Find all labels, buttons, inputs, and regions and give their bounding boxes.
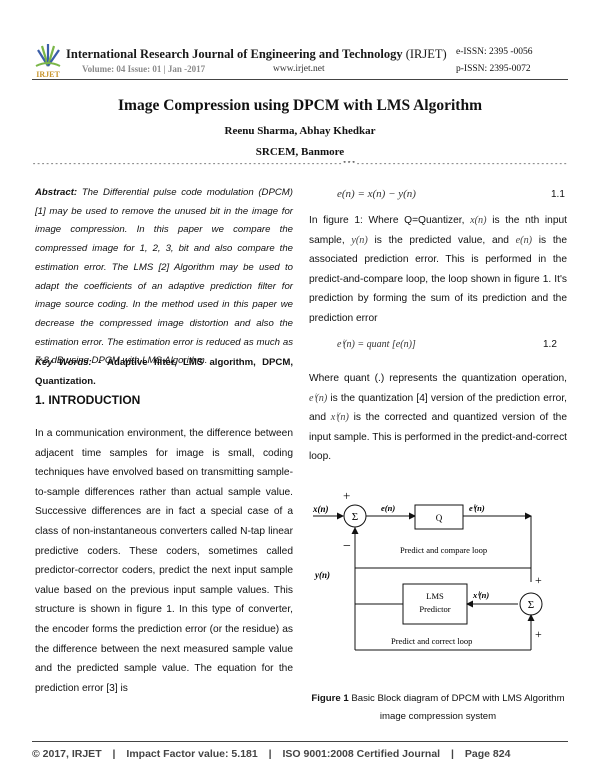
page-footer: © 2017, IRJET | Impact Factor value: 5.1…: [32, 748, 510, 760]
journal-logo: IRJET: [32, 40, 64, 80]
equation-1-2: eⁱ(n) = quant [e(n)]: [337, 339, 416, 350]
quantizer-box: [414, 504, 464, 530]
equation-1-1: e(n) = x(n) − y(n): [337, 188, 416, 200]
minus-sign: −: [343, 539, 351, 554]
plus-sign-right: +: [535, 573, 542, 587]
plus-sign-top: +: [343, 488, 350, 503]
para1-text-a: In figure 1: Where Q=Quantizer,: [309, 215, 471, 226]
paper-affiliation: SRCEM, Banmore: [255, 146, 345, 158]
website-link[interactable]: www.irjet.net: [273, 64, 325, 74]
figure-caption-label: Figure 1: [311, 693, 349, 704]
right-paragraph-2: Where quant (.) represents the quantizat…: [309, 369, 567, 467]
section-heading-introduction: 1. INTRODUCTION: [35, 393, 141, 407]
sum-symbol-top: Σ: [352, 511, 358, 523]
label-predict-compare: Predict and compare loop: [400, 545, 487, 555]
var-xn: x(n): [470, 215, 487, 226]
paper-authors: Reenu Sharma, Abhay Khedkar: [224, 125, 376, 137]
var-en: e(n): [515, 234, 533, 246]
equation-1-2-number: 1.2: [543, 339, 557, 350]
var-yn: y(n): [351, 234, 368, 246]
para2-text-c: is the corrected and quantized version o…: [309, 412, 568, 463]
para1-text-d: is the associated prediction error. This…: [309, 234, 567, 324]
footer-page: Page 824: [464, 748, 511, 760]
footer-sep-1: |: [112, 748, 116, 760]
volume-info: Volume: 04 Issue: 01 | Jan -2017: [82, 64, 206, 74]
label-yn: y(n): [314, 570, 330, 580]
plus-sign-bottom: +: [535, 627, 542, 641]
label-lms: LMS: [426, 591, 444, 601]
keywords-text: - Adaptive filter, LMS algorithm, DPCM, …: [35, 357, 293, 387]
label-q: Q: [436, 513, 443, 523]
para1-text-c: is the predicted value, and: [367, 234, 516, 246]
dpcm-block-diagram: x(n) + Σ − e(n) Q eⁱ(n) Predict and comp…: [312, 488, 543, 651]
equation-1-1-number: 1.1: [551, 189, 565, 200]
label-predictor: Predictor: [419, 604, 450, 614]
journal-title: International Research Journal of Engine…: [66, 47, 447, 62]
footer-rule: [32, 741, 568, 742]
var-xqn: xⁱ(n): [330, 412, 349, 424]
introduction-text: In a communication environment, the diff…: [35, 428, 293, 694]
abstract: Abstract: The Differential pulse code mo…: [35, 184, 293, 371]
logo-text: IRJET: [36, 70, 60, 79]
irjet-logo-icon: IRJET: [35, 44, 61, 79]
journal-abbrev: (IRJET): [405, 47, 447, 61]
sum-symbol-bottom: Σ: [528, 599, 534, 611]
label-xn: x(n): [312, 504, 329, 514]
footer-impact: Impact Factor value: 5.181: [126, 748, 258, 760]
right-paragraph-1: In figure 1: Where Q=Quantizer, x(n) is …: [309, 211, 567, 329]
label-predict-correct: Predict and correct loop: [391, 636, 472, 646]
abstract-label: Abstract:: [35, 187, 78, 198]
keywords-label: Key Words:: [35, 357, 92, 368]
header-rule: [32, 79, 568, 80]
section-separator: ----------------------------------------…: [32, 161, 568, 169]
paper-title: Image Compression using DPCM with LMS Al…: [118, 97, 482, 114]
footer-sep-3: |: [451, 748, 454, 760]
p-issn: p-ISSN: 2395-0072: [456, 64, 531, 74]
figure-caption-text: Basic Block diagram of DPCM with LMS Alg…: [348, 693, 565, 722]
journal-title-bold: International Research Journal of Engine…: [66, 47, 403, 61]
footer-copyright: © 2017, IRJET: [32, 748, 102, 760]
footer-sep-2: |: [268, 748, 272, 760]
para1-text-b: is the nth input sample,: [309, 215, 567, 246]
e-issn: e-ISSN: 2395 -0056: [456, 47, 533, 57]
para2-text-a: Where quant (.) represents the quantizat…: [309, 373, 567, 384]
label-xqn: xⁱ(n): [472, 590, 489, 600]
keywords: Key Words: - Adaptive filter, LMS algori…: [35, 354, 293, 391]
var-eqn: eⁱ(n): [309, 392, 328, 404]
abstract-text: The Differential pulse code modulation (…: [35, 187, 293, 367]
label-eqn: eⁱ(n): [469, 503, 485, 513]
label-en: e(n): [381, 503, 395, 513]
lms-predictor-box: [402, 583, 468, 625]
para2-text-b: is the quantization [4] version of the p…: [309, 392, 567, 424]
footer-iso: ISO 9001:2008 Certified Journal: [282, 748, 441, 760]
figure-caption: Figure 1 Basic Block diagram of DPCM wit…: [309, 690, 567, 726]
